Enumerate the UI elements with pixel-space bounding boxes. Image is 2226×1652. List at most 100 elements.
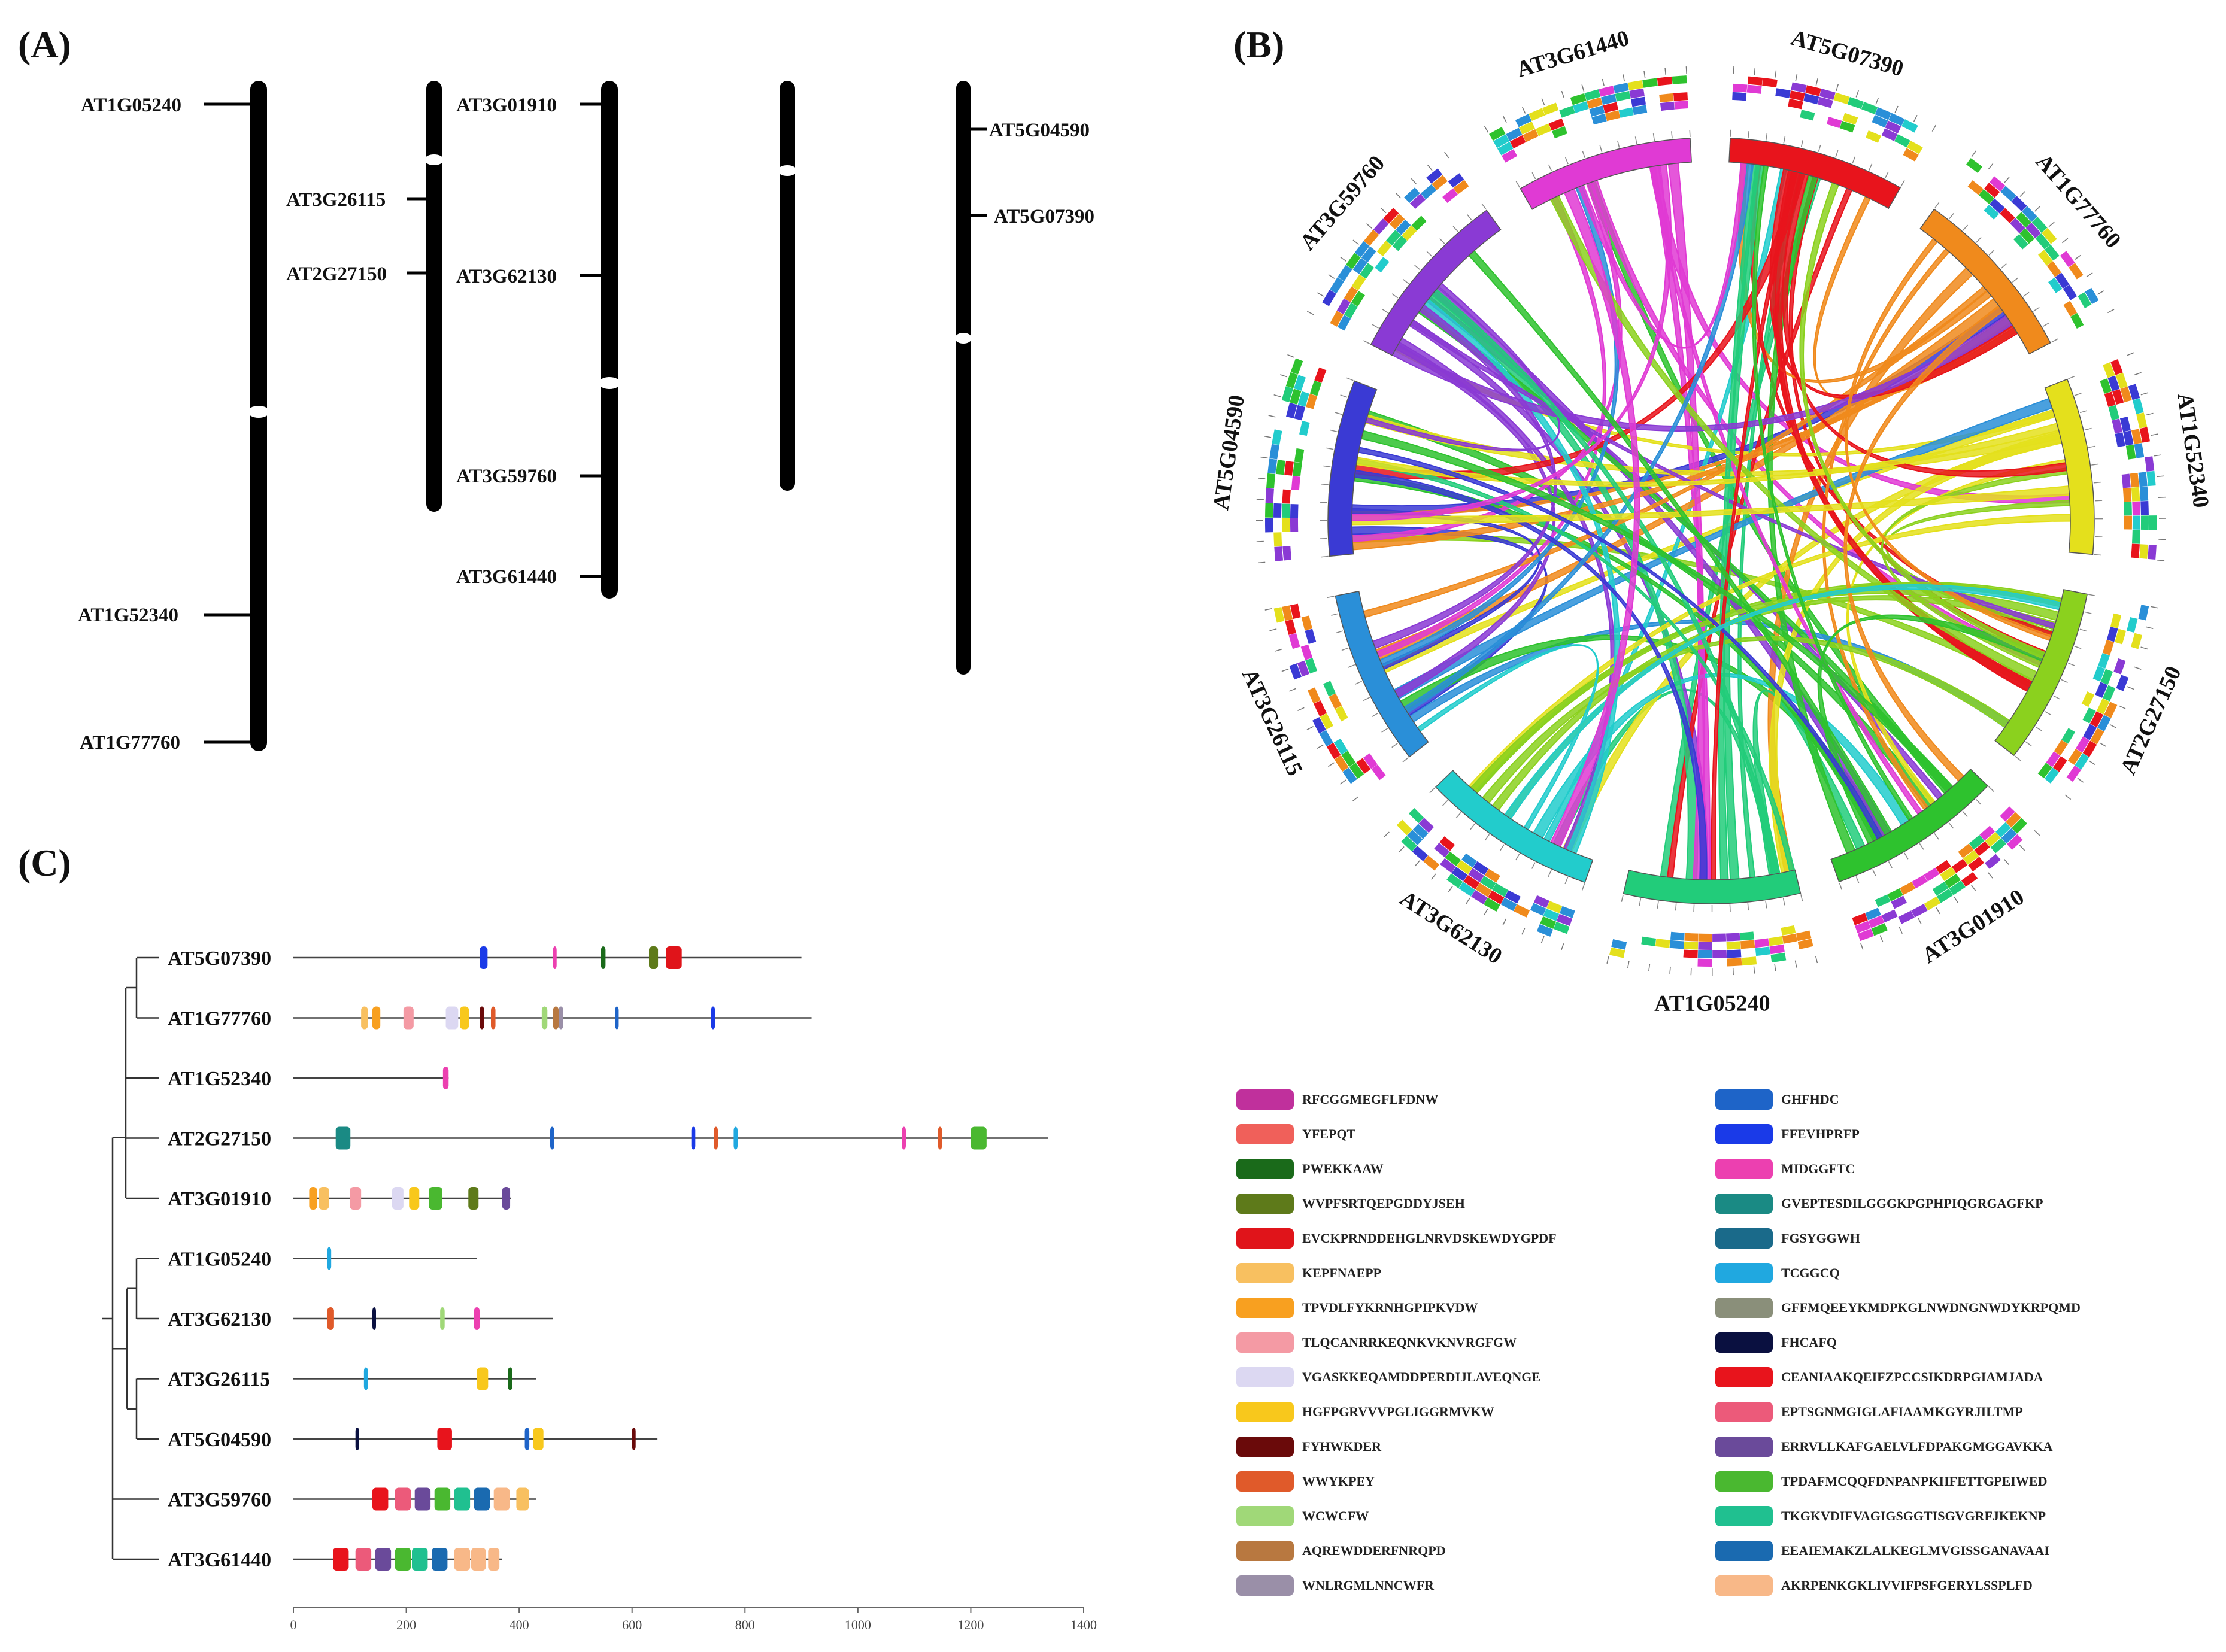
percent-band — [1363, 229, 1379, 246]
percent-band — [1912, 874, 1928, 889]
percent-band — [1273, 532, 1282, 547]
percent-band — [2110, 359, 2123, 375]
percent-band — [1383, 208, 1399, 224]
percent-band — [1803, 93, 1819, 105]
legend-swatch — [1236, 1367, 1294, 1387]
percent-band — [2121, 473, 2131, 488]
segment-ticks — [1934, 202, 2058, 343]
percent-band — [1754, 938, 1769, 948]
percent-band — [1542, 102, 1559, 116]
percent-band — [1501, 149, 1518, 163]
percent-band — [1683, 949, 1698, 958]
outer-ticks — [1733, 66, 1936, 132]
outer-ticks — [1860, 830, 2040, 950]
percent-band — [1334, 755, 1349, 772]
motif-box — [395, 1487, 411, 1511]
percent-band — [2048, 277, 2063, 293]
percent-band — [1320, 713, 1334, 730]
percent-band — [2055, 272, 2070, 289]
percent-band — [1967, 180, 1984, 195]
percent-band — [1932, 882, 1949, 896]
percent-band — [1660, 101, 1675, 111]
percent-band — [1300, 644, 1313, 660]
legend-swatch — [1236, 1194, 1294, 1214]
percent-band — [1294, 405, 1306, 421]
percent-band — [1354, 241, 1370, 257]
percent-band — [1294, 375, 1306, 391]
legend-swatch — [1715, 1263, 1773, 1283]
motif-box — [938, 1126, 942, 1150]
percent-band — [1500, 897, 1517, 912]
percent-band — [1352, 257, 1367, 274]
segment-ticks — [1319, 377, 1354, 558]
segment-arc — [1994, 589, 2088, 757]
percent-band — [1924, 896, 1941, 911]
percent-band — [1529, 108, 1545, 121]
percent-band — [1363, 753, 1378, 769]
percent-band — [2139, 544, 2148, 559]
percent-band — [1684, 941, 1699, 950]
segment-label: AT1G77760 — [2031, 149, 2126, 253]
percent-band — [1698, 933, 1712, 942]
motif-box — [471, 1548, 486, 1571]
motif-box — [691, 1126, 696, 1150]
percent-band — [1611, 939, 1627, 950]
percent-band — [1865, 907, 1881, 921]
gene-label-at5g04590: AT5G04590 — [989, 120, 1090, 141]
percent-band — [1458, 882, 1475, 897]
percent-band — [1833, 92, 1850, 105]
segment-arc — [1728, 138, 1901, 209]
percent-band — [1672, 75, 1687, 84]
percent-band — [1855, 921, 1871, 933]
percent-band — [1589, 105, 1605, 117]
gene-label: AT3G62130 — [168, 1308, 271, 1331]
percent-band — [1951, 858, 1968, 873]
percent-band — [1900, 882, 1916, 895]
percent-band — [2119, 417, 2131, 432]
percent-band — [2110, 613, 2122, 628]
percent-band — [1309, 380, 1322, 396]
legend-label: PWEKKAAW — [1302, 1161, 1384, 1176]
motif-box — [350, 1187, 362, 1210]
percent-band — [2095, 682, 2108, 698]
percent-band — [1509, 135, 1526, 149]
percent-band — [2104, 702, 2118, 718]
segment-label: AT5G07390 — [1788, 25, 1907, 81]
motif-structure-plot: AT5G07390AT1G77760AT1G52340AT2G27150AT3G… — [102, 946, 1097, 1632]
percent-band — [1901, 119, 1918, 133]
percent-band — [1329, 277, 1344, 294]
percent-band — [1755, 946, 1770, 956]
percent-band — [1336, 298, 1351, 315]
percent-band — [1871, 923, 1888, 936]
percent-band — [2108, 405, 2119, 421]
percent-band — [2000, 208, 2015, 224]
percent-band — [1632, 105, 1648, 116]
percent-band — [1423, 855, 1440, 871]
percent-band — [1282, 503, 1290, 518]
motif-box — [327, 1247, 332, 1270]
percent-band — [1573, 101, 1589, 113]
legend-label: WWYKPEY — [1302, 1474, 1375, 1489]
motif-box — [516, 1487, 529, 1511]
percent-band — [1591, 113, 1607, 125]
legend-swatch — [1715, 1437, 1773, 1457]
legend-label: EVCKPRNDDEHGLNRVDSKEWDYGPDF — [1302, 1231, 1557, 1246]
percent-band — [1674, 101, 1688, 110]
legend-swatch — [1236, 1124, 1294, 1144]
percent-band — [1269, 444, 1279, 460]
percent-band — [1727, 958, 1742, 967]
legend-swatch — [1715, 1367, 1773, 1387]
percent-band — [2042, 227, 2057, 244]
percent-band — [1351, 291, 1365, 307]
percent-band — [1789, 90, 1805, 101]
percent-band — [1552, 126, 1567, 139]
percent-band — [1273, 503, 1282, 518]
gene-label-at1g52340: AT1G52340 — [78, 605, 178, 626]
percent-band — [1584, 89, 1601, 101]
percent-band — [1265, 488, 1274, 503]
segment-label: AT1G52340 — [2172, 391, 2214, 510]
percent-band — [1282, 546, 1292, 561]
legend-swatch — [1715, 1471, 1773, 1492]
segment-label: AT1G05240 — [1654, 991, 1770, 1016]
percent-band — [2104, 391, 2116, 407]
